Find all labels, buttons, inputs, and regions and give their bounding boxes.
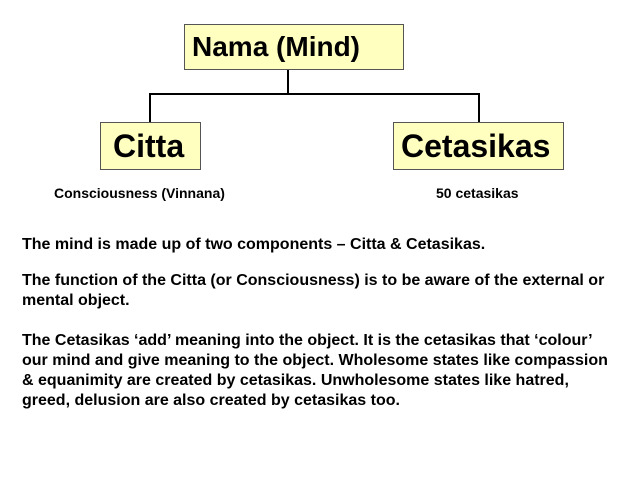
root-node-nama: Nama (Mind) [184,24,404,70]
cetasikas-caption: 50 cetasikas [436,185,519,201]
connector-root-stem [287,70,289,94]
child-node-cetasikas: Cetasikas [393,122,564,170]
child-node-citta: Citta [100,122,201,170]
connector-right-drop [478,93,480,122]
connector-left-drop [149,93,151,122]
connector-horizontal [149,93,480,95]
paragraph-components: The mind is made up of two components – … [22,236,486,253]
citta-caption: Consciousness (Vinnana) [54,185,225,201]
paragraph-citta-function: The function of the Citta (or Consciousn… [22,272,605,309]
paragraph-cetasikas-meaning: The Cetasikas ‘add’ meaning into the obj… [22,332,608,409]
